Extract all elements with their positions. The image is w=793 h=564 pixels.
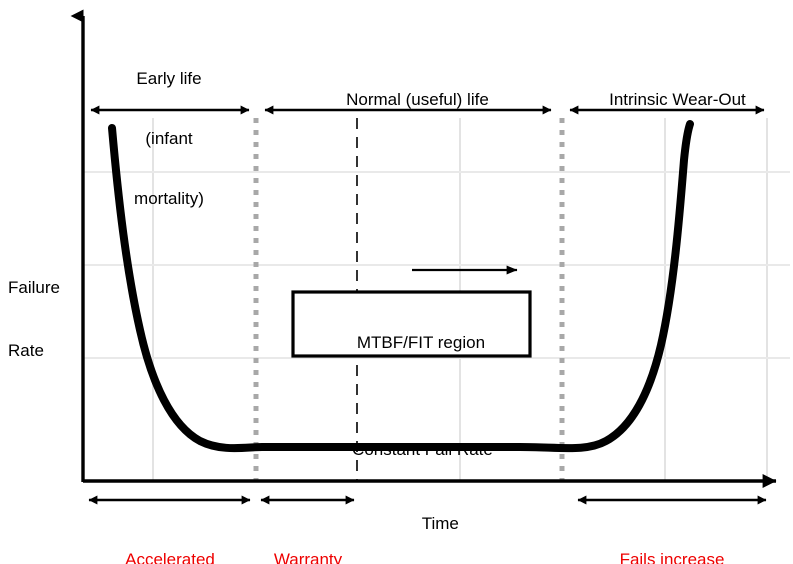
y-axis-label: Failure Rate bbox=[8, 237, 78, 403]
bottom-label-fails-increase-line1: Fails increase bbox=[619, 550, 725, 564]
region-label-early-life-line3: mortality) bbox=[134, 189, 204, 209]
bottom-label-fails-increase: Fails increase with wear-out bbox=[576, 510, 768, 564]
region-label-wear-out-text: Intrinsic Wear-Out bbox=[609, 90, 746, 110]
mtbf-region-label: MTBF/FIT region bbox=[293, 313, 530, 373]
region-label-early-life-line1: Early life bbox=[136, 69, 202, 89]
region-label-early-life-line2: (infant bbox=[145, 129, 193, 149]
mtbf-region-box bbox=[291, 290, 532, 358]
constant-fail-rate-label-text: Constant Fail Rate bbox=[352, 440, 493, 460]
region-label-normal-life-text: Normal (useful) life bbox=[346, 90, 489, 110]
failure-rate-curve bbox=[108, 120, 694, 453]
mtbf-region-label-text: MTBF/FIT region bbox=[356, 333, 486, 353]
constant-fail-rate-label: Constant Fail Rate bbox=[315, 420, 511, 480]
region-label-early-life: Early life (infant mortality) bbox=[104, 29, 234, 250]
bottom-label-warranty-period: Warranty Period bbox=[253, 510, 363, 564]
region-label-wear-out: Intrinsic Wear-Out bbox=[572, 70, 764, 130]
bottom-label-accelerated-life-test: Accelerated Life Test bbox=[104, 510, 236, 564]
y-axis-label-line2: Rate bbox=[8, 340, 44, 360]
bottom-label-warranty-period-line1: Warranty bbox=[273, 550, 343, 564]
x-axis-label-text: Time bbox=[421, 514, 459, 534]
x-axis-label: Time bbox=[385, 494, 477, 554]
region-label-normal-life: Normal (useful) life bbox=[298, 70, 518, 130]
bottom-label-accelerated-life-test-line1: Accelerated bbox=[125, 550, 215, 564]
y-axis-label-line1: Failure bbox=[8, 278, 60, 298]
